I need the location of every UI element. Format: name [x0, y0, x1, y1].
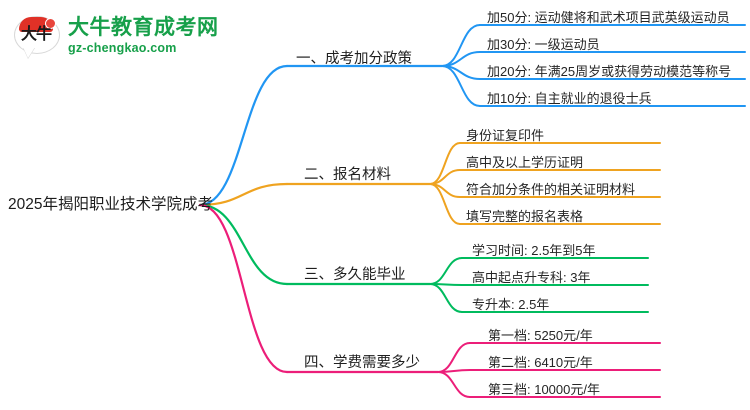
mindmap-leaf-1-4[interactable]: 加10分: 自主就业的退役士兵 [487, 91, 652, 106]
mindmap-leaf-2-2[interactable]: 高中及以上学历证明 [466, 155, 584, 170]
logo-red-dot [45, 18, 56, 29]
logo-title: 大牛教育成考网 [68, 16, 219, 39]
mindmap-branch-4[interactable]: 四、学费需要多少 [304, 355, 420, 371]
logo-subtitle: gz-chengkao.com [68, 41, 177, 55]
mindmap-branch-1[interactable]: 一、成考加分政策 [296, 51, 412, 67]
logo-bubble-tail [23, 47, 35, 58]
logo-mark-text: 大牛 [20, 26, 52, 43]
mindmap-leaf-2-4[interactable]: 填写完整的报名表格 [466, 209, 584, 224]
mindmap-leaf-4-2[interactable]: 第二档: 6410元/年 [488, 355, 593, 370]
speech-bubble-logo-icon: 大牛 [14, 14, 60, 58]
mindmap-leaf-1-1[interactable]: 加50分: 运动健将和武术项目武英级运动员 [487, 10, 730, 25]
mindmap-root-node[interactable]: 2025年揭阳职业技术学院成考 [8, 196, 213, 213]
mindmap-leaf-4-1[interactable]: 第一档: 5250元/年 [488, 328, 593, 343]
mindmap-leaf-2-1[interactable]: 身份证复印件 [466, 128, 545, 143]
logo-red-arc [19, 17, 53, 32]
mindmap-leaf-3-1[interactable]: 学习时间: 2.5年到5年 [472, 243, 596, 258]
mindmap-leaf-4-3[interactable]: 第三档: 10000元/年 [488, 382, 600, 397]
mindmap-leaf-1-3[interactable]: 加20分: 年满25周岁或获得劳动模范等称号 [487, 64, 732, 79]
mindmap-leaf-1-2[interactable]: 加30分: 一级运动员 [487, 37, 600, 52]
mindmap-leaf-3-3[interactable]: 专升本: 2.5年 [472, 297, 550, 312]
logo-text-block: 大牛教育成考网 gz-chengkao.com [68, 16, 219, 56]
site-logo: 大牛 大牛教育成考网 gz-chengkao.com [14, 10, 244, 62]
mindmap-leaf-3-2[interactable]: 高中起点升专科: 3年 [472, 270, 591, 285]
mindmap-leaf-2-3[interactable]: 符合加分条件的相关证明材料 [466, 182, 636, 197]
mindmap-branch-2[interactable]: 二、报名材料 [304, 167, 391, 183]
mindmap-branch-3[interactable]: 三、多久能毕业 [304, 267, 406, 283]
